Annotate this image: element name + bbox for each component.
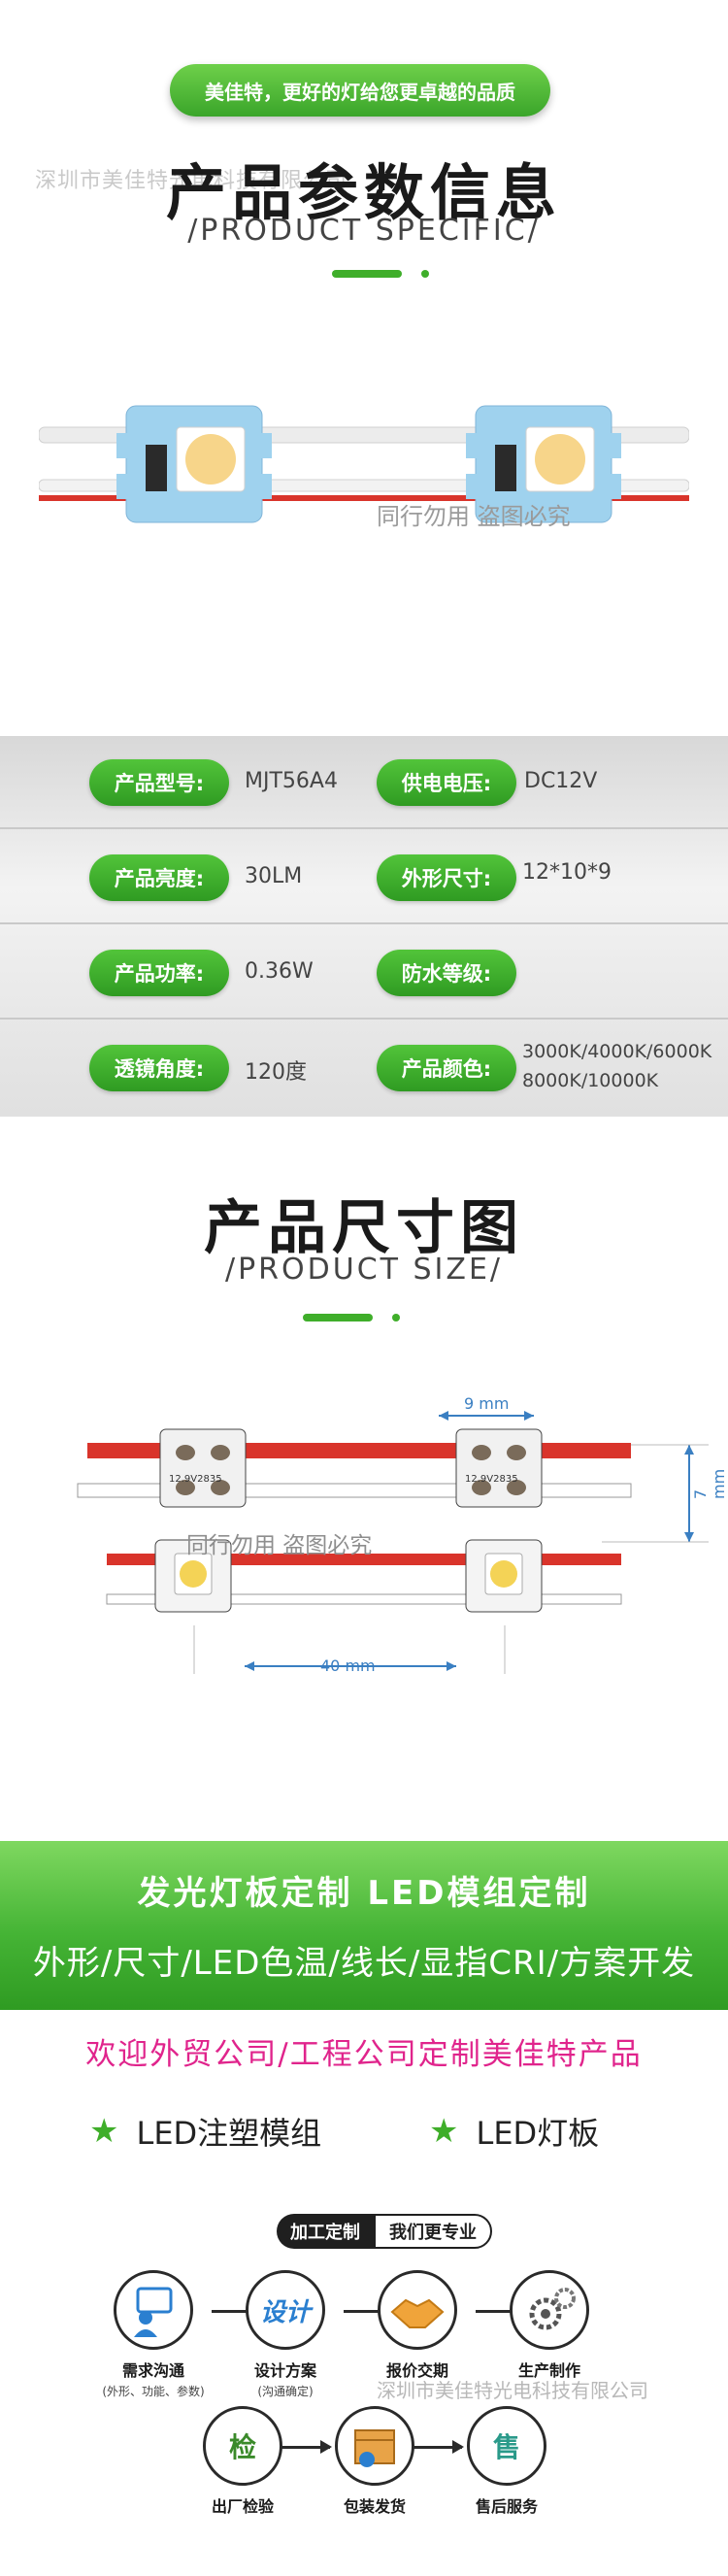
inspection-icon: 检 [203,2406,282,2486]
module-front [465,1539,543,1613]
gear-icon [510,2270,589,2350]
chip-label: 12.9V2835 [465,1474,518,1485]
waterproof-label: 防水等级: [377,950,516,996]
dimension-label: 外形尺寸: [377,854,516,901]
star-icon: ★ [89,2112,119,2151]
step-label: 出厂检验 [211,2497,274,2516]
spec-row: 产品功率: 0.36W 防水等级: [0,926,728,1020]
color-value-line1: 3000K/4000K/6000K [522,1041,712,1062]
title-divider [303,1314,400,1321]
arrow-icon [281,2440,332,2454]
star-icon: ★ [429,2112,459,2151]
led-module [466,405,621,523]
title-divider [332,270,429,278]
model-value: MJT56A4 [245,769,338,793]
process-badge-left: 加工定制 [277,2214,374,2249]
step-label: 包装发货 [343,2497,406,2516]
size-drawing [77,1411,709,1674]
process-step: 包装发货 [307,2406,443,2517]
led-module [116,405,272,523]
spec-row: 产品亮度: 30LM 外形尺寸: 12*10*9 [0,831,728,924]
bullet-label: LED灯板 [476,2115,600,2152]
spec-section-subtitle: /PRODUCT SPECIFIC/ [187,214,541,248]
bullet-item: ★ LED灯板 [429,2109,599,2154]
dim-pitch-label: 40 mm [320,1656,376,1675]
process-step: 生产制作 [481,2270,617,2381]
lens-angle-value: 120度 [245,1060,307,1085]
package-icon [335,2406,414,2486]
voltage-label: 供电电压: [377,759,516,806]
banner-headline: 发光灯板定制 LED模组定制 [137,1874,591,1913]
inspection-icon-text: 检 [228,2431,256,2463]
product-photo [39,405,689,523]
step-label: 生产制作 [517,2361,580,2380]
size-section-subtitle: /PRODUCT SIZE/ [224,1253,504,1287]
spec-section-title: 产品参数信息 [165,157,562,228]
chat-icon [114,2270,193,2350]
photo-watermark: 同行勿用 盗图必究 [377,503,571,530]
process-step: 报价交期 [349,2270,485,2381]
design-icon: 设计 [246,2270,325,2350]
step-label: 报价交期 [385,2361,448,2380]
chip-label: 12.9V2835 [169,1474,222,1485]
step-note: (外形、功能、参数) [102,2385,205,2398]
color-label: 产品颜色: [377,1045,516,1091]
model-label: 产品型号: [89,759,229,806]
dimension-value: 12*10*9 [522,860,612,885]
bullet-item: ★ LED注塑模组 [89,2109,321,2154]
step-label: 设计方案 [253,2361,316,2380]
process-badge: 加工定制 我们更专业 [277,2214,492,2249]
custom-banner: 发光灯板定制 LED模组定制 外形/尺寸/LED色温/线长/显指CRI/方案开发 [0,1841,728,2010]
module-back [159,1428,247,1508]
size-diagram: 9 mm 7 mm 40 mm 12.9V2835 12.9V2835 同行勿用… [58,1387,728,1697]
brightness-label: 产品亮度: [89,854,229,901]
after-sales-icon-text: 售 [492,2431,520,2463]
arrow-icon [414,2440,464,2454]
power-label: 产品功率: [89,950,229,996]
color-value-line2: 8000K/10000K [522,1070,659,1091]
brightness-value: 30LM [245,864,303,888]
company-watermark: 深圳市美佳特光电科技有限公司 [377,2379,648,2402]
step-label: 需求沟通 [121,2361,184,2380]
dim-width-label: 9 mm [464,1394,510,1413]
slogan-badge: 美佳特，更好的灯给您更卓越的品质 [170,64,550,117]
step-note: (沟通确定) [257,2385,314,2398]
spec-row: 透镜角度: 120度 产品颜色: 3000K/4000K/6000K 8000K… [0,1021,728,1115]
design-icon-text: 设计 [259,2298,311,2327]
lens-angle-label: 透镜角度: [89,1045,229,1091]
process-badge-right: 我们更专业 [374,2214,492,2249]
voltage-value: DC12V [524,769,598,793]
banner-services: 外形/尺寸/LED色温/线长/显指CRI/方案开发 [32,1944,696,1983]
bullet-label: LED注塑模组 [136,2115,322,2152]
step-label: 售后服务 [475,2497,538,2516]
process-step: 设计 设计方案 (沟通确定) [217,2270,353,2399]
module-back [455,1428,543,1508]
company-watermark: 深圳市美佳特光电科技有限公司 [35,169,348,193]
module-front [154,1539,232,1613]
welcome-text: 欢迎外贸公司/工程公司定制美佳特产品 [85,2037,643,2072]
size-section-title: 产品尺寸图 [204,1194,524,1262]
process-step: 需求沟通 (外形、功能、参数) [85,2270,221,2399]
diagram-watermark: 同行勿用 盗图必究 [186,1533,373,1558]
spec-row: 产品型号: MJT56A4 供电电压: DC12V [0,736,728,829]
process-step: 检 出厂检验 [175,2406,311,2517]
color-value: 3000K/4000K/6000K 8000K/10000K [522,1037,711,1095]
dim-height-label: 7 mm [691,1468,728,1499]
process-step: 售 售后服务 [439,2406,575,2517]
spec-table: 产品型号: MJT56A4 供电电压: DC12V 产品亮度: 30LM 外形尺… [0,736,728,1117]
handshake-icon [378,2270,457,2350]
after-sales-icon: 售 [467,2406,546,2486]
power-value: 0.36W [245,959,314,984]
